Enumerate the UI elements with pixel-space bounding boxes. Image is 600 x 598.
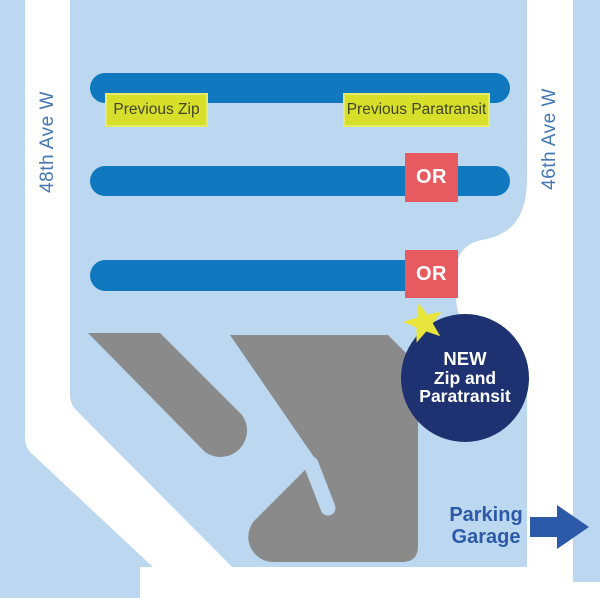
previous-paratransit-text: Previous Paratransit [346,101,487,118]
building-stripe [88,333,248,458]
parking-garage-line1: Parking [449,504,523,526]
previous-zip-label: Previous Zip [105,93,208,127]
or-badge-top-text: OR [416,166,447,188]
route-bar-bottom [90,260,430,291]
previous-paratransit-label: Previous Paratransit [343,93,490,127]
new-stop-star-icon [402,302,442,343]
building-slot-notch [303,456,336,516]
road-48th-ave [25,0,263,598]
new-stop-line2: Zip and [433,367,497,388]
or-badge-top: OR [405,153,458,202]
new-stop-line3: Paratransit [419,386,511,407]
new-stop-line1: NEW [443,348,487,370]
street-label-48th-text: 48th Ave W [37,91,58,193]
road-bottom [140,567,600,598]
or-badge-bottom: OR [405,250,458,298]
parking-garage-arrow-icon [530,505,589,549]
previous-zip-text: Previous Zip [113,101,200,118]
street-label-46th: 46th Ave W [539,74,561,204]
road-46th-ave [456,0,573,598]
parking-garage-line2: Garage [451,526,521,548]
parking-garage-label: Parking Garage [426,504,546,548]
or-badge-bottom-text: OR [416,262,447,285]
street-label-48th: 48th Ave W [37,77,59,207]
building-main [230,335,418,563]
street-label-46th-text: 46th Ave W [539,88,560,190]
